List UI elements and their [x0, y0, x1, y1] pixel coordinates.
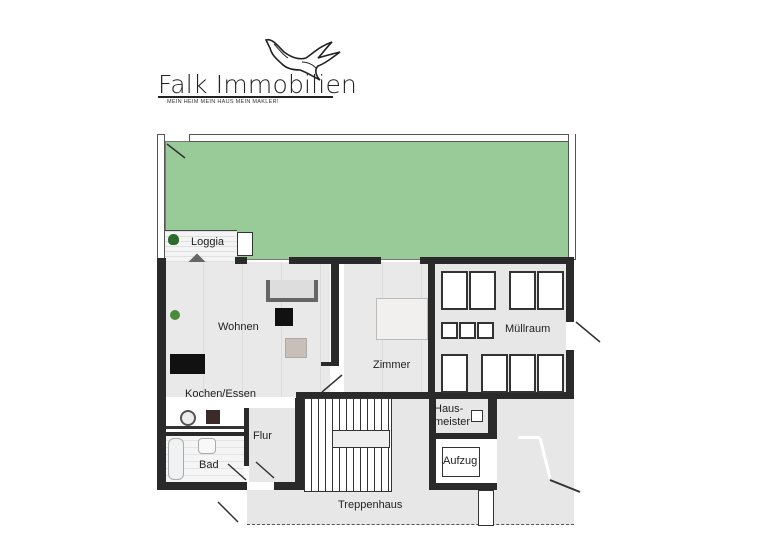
washbasin-icon [198, 438, 216, 454]
room-label-hausmeister-2: meister [434, 416, 471, 428]
room-label-flur: Flur [253, 430, 272, 442]
wall-mid-horizontal [296, 392, 574, 399]
wall-muell-right-bottom [566, 350, 574, 398]
room-label-treppenhaus: Treppenhaus [338, 499, 403, 511]
coffee-table-icon [275, 308, 293, 326]
wall-top-mid [289, 257, 381, 264]
bin-icon [537, 271, 564, 310]
room-label-bad: Bad [199, 459, 219, 471]
entrance-door-frame [518, 436, 540, 439]
room-label-hausmeister-1: Haus- [434, 403, 464, 415]
room-label-zimmer: Zimmer [373, 359, 411, 371]
small-bin-icon [477, 322, 494, 339]
room-label-loggia: Loggia [191, 236, 225, 248]
sofa-icon [266, 280, 318, 302]
eagle-icon [264, 38, 341, 81]
kitchen-counter [166, 408, 244, 429]
wall-muell-right-top [566, 262, 574, 322]
door-swing-icon [575, 321, 601, 343]
cabinet-icon [471, 410, 483, 422]
stair-well [332, 430, 390, 448]
bin-icon [469, 271, 496, 310]
bin-icon [509, 354, 536, 393]
bin-icon [441, 271, 468, 310]
logo-tagline: MEIN HEIM MEIN HAUS MEIN MAKLER! [167, 99, 279, 105]
outdoor-stair [478, 490, 494, 526]
bin-icon [481, 354, 508, 393]
stove-icon [206, 410, 220, 424]
wall-hausmeister-right [488, 399, 497, 433]
wall-bottom-flur [274, 482, 298, 490]
bin-icon [509, 271, 536, 310]
logo [150, 30, 370, 110]
elevator-car [442, 447, 480, 477]
room-label-kochen-essen: Kochen/Essen [185, 388, 256, 400]
door-swing-icon [227, 463, 247, 481]
small-bin-icon [459, 322, 476, 339]
garden-fence-top [189, 134, 576, 142]
garden-fence-right [568, 134, 576, 260]
wall-aufzug-bottom [429, 483, 497, 490]
door-swing-icon [166, 143, 186, 159]
wall-zimmer-stub [321, 362, 339, 366]
dining-table-icon [170, 354, 205, 374]
bin-icon [537, 354, 564, 393]
plant-icon [168, 234, 179, 245]
flur-floor [249, 408, 295, 482]
room-label-wohnen: Wohnen [218, 321, 259, 333]
wall-top-left [235, 257, 247, 264]
bathtub-icon [168, 438, 184, 480]
wall-bottom-left [157, 482, 247, 490]
chair-icon [285, 338, 307, 358]
garden-fence-left [157, 134, 165, 261]
stair-landing [390, 399, 430, 490]
small-bin-icon [441, 322, 458, 339]
door-swing-icon [217, 501, 239, 523]
wall-hausmeister-left [429, 399, 436, 489]
wall-bad-right [244, 408, 249, 466]
door-swing-icon [321, 374, 343, 393]
logo-underline [158, 96, 333, 98]
wall-hausmeister-bottom [429, 433, 497, 439]
logo-title: Falk Immobilien [158, 70, 358, 99]
wall-top-right [420, 257, 574, 264]
wall-left [157, 258, 166, 490]
wall-bad-top [166, 432, 244, 436]
room-label-aufzug: Aufzug [443, 455, 478, 467]
wall-zimmer-right [428, 264, 435, 397]
bin-icon [441, 354, 468, 393]
door-swing-icon [538, 437, 581, 493]
entrance-area [497, 399, 574, 524]
sink-icon [180, 410, 196, 426]
door-swing-icon [255, 461, 275, 479]
wall-flur-right [295, 398, 304, 490]
room-label-muellraum: Müllraum [505, 323, 551, 335]
bed-icon [376, 298, 428, 340]
plant-icon [170, 310, 180, 320]
loggia-stair [237, 232, 253, 256]
wall-zimmer-left [331, 264, 339, 362]
